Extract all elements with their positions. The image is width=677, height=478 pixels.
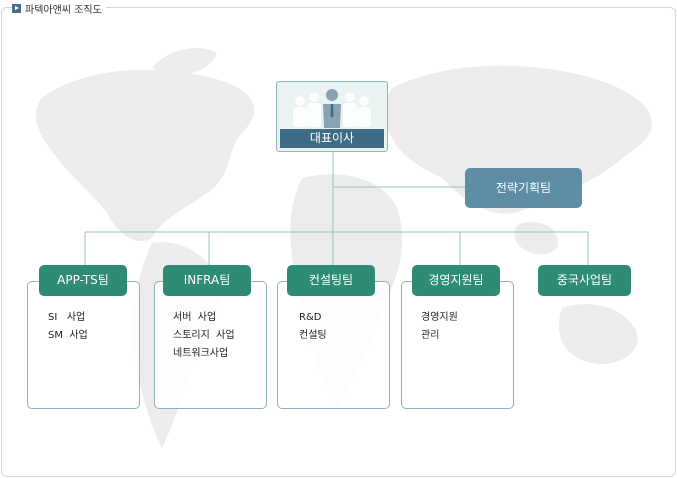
team-head-china: 중국사업팀 xyxy=(538,265,631,296)
team-item: SI 사업 xyxy=(48,312,86,323)
strategy-team-node: 전략기획팀 xyxy=(465,168,582,208)
team-box-management: 경영지원 관리 xyxy=(401,281,514,409)
ceo-node: 대표이사 xyxy=(276,81,388,152)
team-item: 관리 xyxy=(421,330,440,341)
team-box-consulting: R&D 컨설팅 xyxy=(277,281,390,409)
team-box-infra: 서버 사업 스토리지 사업 네트워크사업 xyxy=(154,281,267,409)
team-item: SM 사업 xyxy=(48,330,88,341)
section-title-text: 파텍아앤씨 조직도 xyxy=(25,5,102,16)
team-item: 컨설팅 xyxy=(299,330,327,341)
team-item: R&D xyxy=(299,312,322,323)
team-item: 경영지원 xyxy=(421,312,458,323)
section-title: 파텍아앤씨 조직도 xyxy=(12,1,106,16)
team-item: 네트워크사업 xyxy=(173,348,229,359)
team-head-consulting: 컨설팅팀 xyxy=(287,265,375,296)
team-head-app-ts: APP-TS팀 xyxy=(39,265,127,296)
team-item: 스토리지 사업 xyxy=(173,330,235,341)
team-item: 서버 사업 xyxy=(173,312,217,323)
arrow-right-icon xyxy=(12,4,21,13)
team-head-management: 경영지원팀 xyxy=(412,265,500,296)
team-box-app-ts: SI 사업 SM 사업 xyxy=(27,281,140,409)
team-head-infra: INFRA팀 xyxy=(163,265,251,296)
ceo-label: 대표이사 xyxy=(280,129,384,148)
connector-lines xyxy=(84,151,589,266)
person-silhouette-icon xyxy=(293,89,371,128)
